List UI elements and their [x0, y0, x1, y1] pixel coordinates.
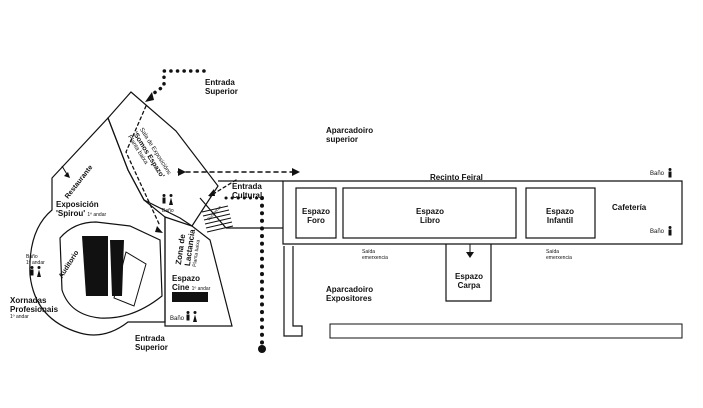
route-entrada-superior-top [148, 69, 206, 98]
route-dashed-sala [125, 105, 161, 227]
auditorio-inner [59, 221, 163, 319]
espazo-libro-outline [342, 187, 517, 239]
recinto-feiral-outline [282, 180, 683, 245]
cafeteria-label: Cafetería [612, 203, 647, 212]
restroom-icon [30, 266, 41, 277]
screen-icon [172, 292, 208, 302]
connector-outline [218, 180, 283, 229]
entry-dot [258, 345, 266, 353]
lane-wall-bottom [329, 323, 683, 339]
seating-icon [82, 236, 124, 296]
lane-wall-left [283, 246, 303, 337]
bano-label: Baño [162, 208, 174, 214]
arrow-icon [145, 92, 474, 258]
auditorio-building-outline [29, 116, 166, 336]
bano-label: Baño [170, 316, 185, 322]
restroom-icon [162, 194, 173, 205]
exposicion-spirou-label: Exposición 'Spirou' 1º andar [56, 200, 107, 218]
restroom-icon [668, 168, 672, 178]
espazo-carpa-outline [445, 244, 492, 302]
cine-block-outline [164, 216, 233, 327]
spirou-floor-label: 1º andar [87, 212, 107, 218]
xornadas-floor-label: 1º andar [10, 314, 29, 320]
espazo-foro-outline [295, 187, 337, 239]
bano-label: Baño [650, 171, 665, 177]
cine-floor-label: 1º andar [191, 286, 211, 292]
restroom-icon [668, 226, 672, 236]
stairs-block [199, 197, 227, 229]
stairs-icon [201, 205, 234, 233]
espazo-infantil-outline [525, 187, 596, 239]
recinto-feiral-label: Recinto Feiral [430, 173, 483, 182]
bano-label: Baño [650, 229, 665, 235]
restroom-icon [186, 311, 197, 322]
stage-outline [113, 251, 147, 307]
espazo-cine-label: Espazo Cine 1º andar [172, 274, 211, 292]
